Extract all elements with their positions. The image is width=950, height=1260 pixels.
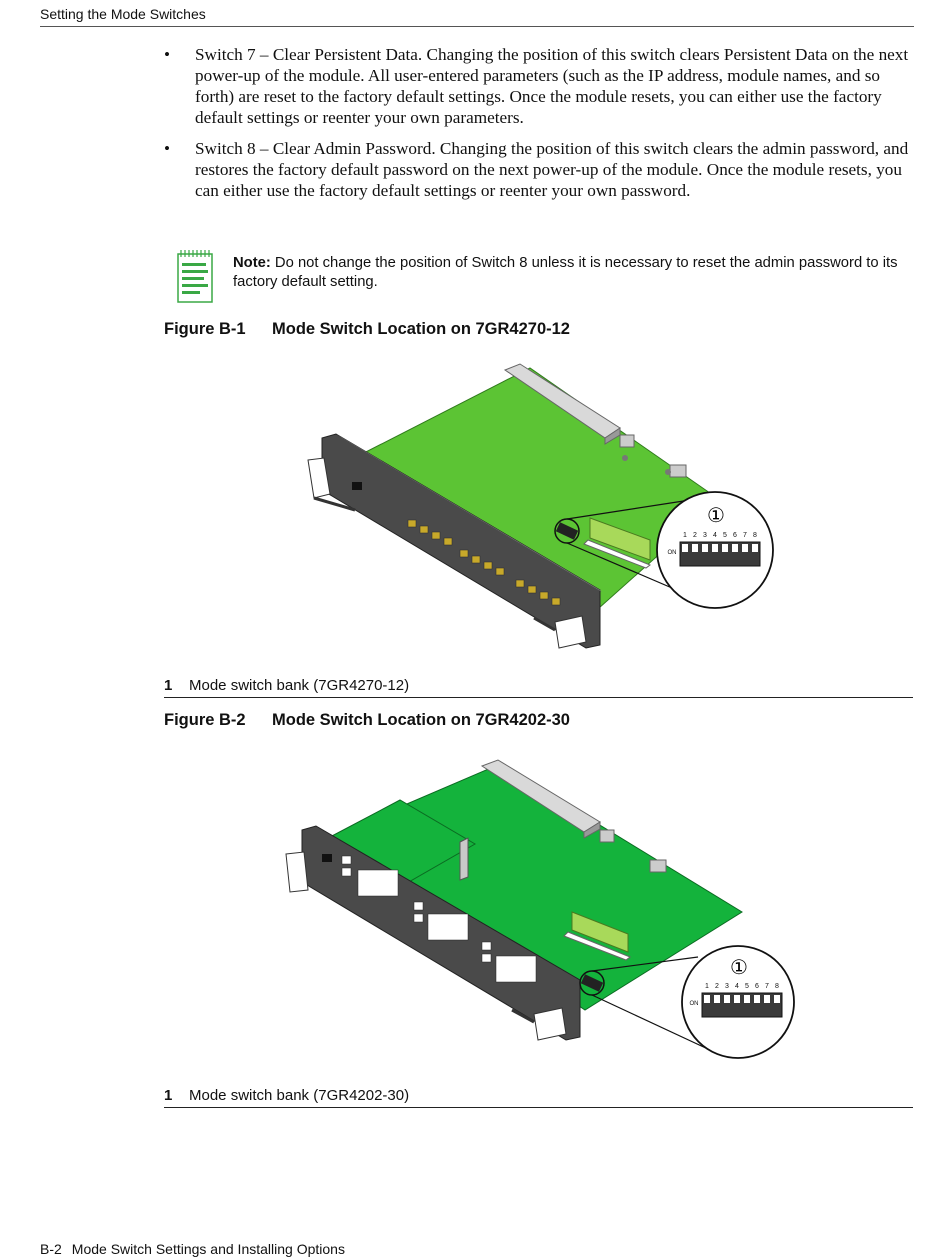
switch-number: 6 <box>733 532 737 539</box>
switch-number: 5 <box>745 983 749 990</box>
switch-number: 4 <box>713 532 717 539</box>
switch-number: 5 <box>723 532 727 539</box>
note-label: Note: <box>233 255 271 271</box>
bullet-switch-7: • Switch 7 – Clear Persistent Data. Chan… <box>164 44 914 128</box>
on-label: ON <box>668 550 677 556</box>
switch-number: 1 <box>705 983 709 990</box>
figure-b2-title: Figure B-2 Mode Switch Location on 7GR420… <box>164 711 570 730</box>
figure-b1-illustration: ① 1 2 3 4 5 6 7 8 ON <box>307 363 774 649</box>
bullet-icon: • <box>164 139 171 158</box>
bullet-text: Switch 8 – Clear Admin Password. Changin… <box>195 139 909 200</box>
figure-caption: Mode Switch Location on 7GR4202-30 <box>272 711 570 729</box>
note-body: Do not change the position of Switch 8 u… <box>233 255 898 290</box>
switch-number: 2 <box>693 532 697 539</box>
figure-caption: Mode Switch Location on 7GR4270-12 <box>272 320 570 338</box>
switch-number: 2 <box>715 983 719 990</box>
bullet-list: • Switch 7 – Clear Persistent Data. Chan… <box>164 44 914 211</box>
switch-number: 3 <box>703 532 707 539</box>
switch-number: 6 <box>755 983 759 990</box>
callout-marker: ① <box>730 955 748 979</box>
legend-number: 1 <box>164 677 173 694</box>
switch-number: 4 <box>735 983 739 990</box>
chapter-title: Mode Switch Settings and Installing Opti… <box>71 1241 345 1257</box>
on-label: ON <box>690 1001 699 1007</box>
bullet-switch-8: • Switch 8 – Clear Admin Password. Chang… <box>164 138 914 201</box>
note-text: Note: Do not change the position of Swit… <box>233 254 916 292</box>
running-header: Setting the Mode Switches <box>40 6 914 27</box>
callout-marker: ① <box>707 503 725 527</box>
figure-number: Figure B-1 <box>164 320 246 338</box>
bullet-icon: • <box>164 45 171 64</box>
switch-number: 8 <box>775 983 779 990</box>
switch-number: 1 <box>683 532 687 539</box>
legend-number: 1 <box>164 1087 173 1104</box>
switch-number: 7 <box>743 532 747 539</box>
switch-number: 3 <box>725 983 729 990</box>
switch-number: 7 <box>765 983 769 990</box>
page-footer: B-2 Mode Switch Settings and Installing O… <box>40 1241 345 1257</box>
legend-text: Mode switch bank (7GR4270-12) <box>189 677 410 694</box>
figure-b2-illustration: ① 1 2 3 4 5 6 7 8 ON <box>285 759 795 1059</box>
figure-b1-legend: 1 Mode switch bank (7GR4270-12) <box>164 677 913 698</box>
figure-b2-legend: 1 Mode switch bank (7GR4202-30) <box>164 1087 913 1108</box>
bullet-text: Switch 7 – Clear Persistent Data. Changi… <box>195 45 909 127</box>
switch-number: 8 <box>753 532 757 539</box>
figure-number: Figure B-2 <box>164 711 246 729</box>
legend-text: Mode switch bank (7GR4202-30) <box>189 1087 410 1104</box>
page-number: B-2 <box>40 1241 62 1257</box>
note-icon <box>177 250 213 303</box>
figure-b1-title: Figure B-1 Mode Switch Location on 7GR427… <box>164 320 570 339</box>
